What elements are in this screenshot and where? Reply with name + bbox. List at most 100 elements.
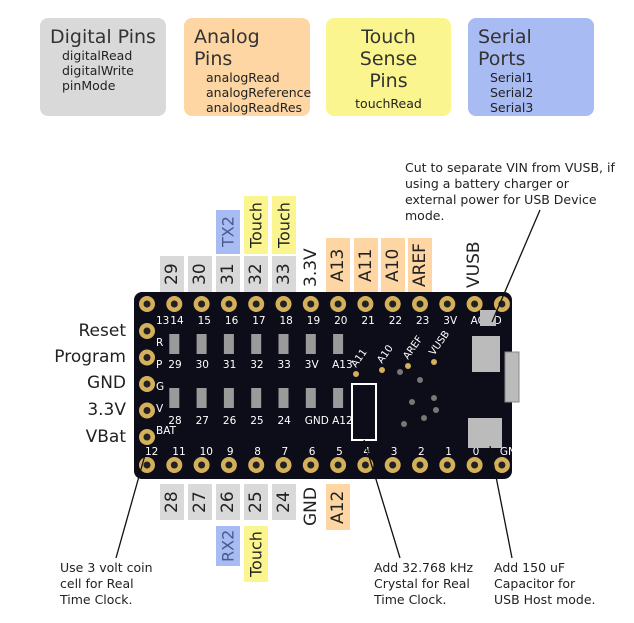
smd-pad	[278, 334, 289, 354]
legend-function: digitalWrite	[62, 63, 134, 78]
side-label-3v3: 3.3V	[87, 400, 126, 420]
pin-hole-center	[389, 300, 397, 308]
pin-hole-center	[143, 300, 151, 308]
silk-label-top: 3V	[443, 315, 458, 327]
via	[433, 407, 439, 413]
pin-hole-center	[498, 461, 506, 469]
capacitor-pad	[468, 418, 502, 448]
smd-pad	[169, 388, 180, 408]
silk-label-bottom: 0	[473, 446, 480, 458]
pin-hole-center	[307, 300, 315, 308]
pad-label: 26	[223, 415, 237, 427]
silk-label-left: 13	[156, 315, 169, 327]
pin-hole-center	[280, 461, 287, 469]
legend-analog-title: Analog Pins	[194, 26, 260, 70]
silk-label-top: 19	[307, 315, 320, 327]
pad-label: 29	[168, 359, 181, 371]
silk-label-top: 22	[389, 315, 402, 327]
smd-pad	[333, 388, 344, 408]
pad-label: 33	[278, 359, 291, 371]
smd-pad	[278, 388, 289, 408]
legend-analog-pins: Analog Pins analogRead analogReference a…	[184, 18, 311, 116]
silk-label-bottom: 2	[418, 446, 425, 458]
smd-pad	[251, 388, 262, 408]
pin-hole-center	[307, 461, 315, 469]
legend-touch-title-2: Pins	[369, 70, 408, 92]
side-label-program: Program	[54, 347, 126, 367]
silk-label-bottom: 7	[282, 446, 289, 458]
note-coin-cell: Use 3 volt coin cell for Real Time Clock…	[60, 560, 153, 607]
legend-serial-title: Serial Ports	[478, 26, 532, 70]
leader-line-crystal	[363, 439, 401, 559]
pin-hole-center	[280, 300, 287, 308]
pin-hole-center	[334, 300, 342, 308]
legend-function: analogReadRes	[206, 100, 303, 115]
pad-label: 25	[250, 415, 263, 427]
pin-hole-center	[361, 461, 369, 469]
legend-function: Serial2	[490, 85, 534, 100]
pin-hole-center	[225, 461, 233, 469]
pad-label: A13	[332, 359, 353, 371]
smd-pad	[333, 334, 344, 354]
smd-pad	[169, 334, 180, 354]
pin-hole-center	[416, 300, 424, 308]
silk-label-top: 15	[198, 315, 211, 327]
side-label-reset: Reset	[78, 321, 127, 341]
legend-function: touchRead	[355, 96, 422, 111]
silk-label-top: 14	[170, 315, 184, 327]
silk-label-left: V	[156, 403, 164, 415]
pin-hole-center	[471, 461, 479, 469]
leader-line-capacitor	[489, 445, 513, 559]
legend-touch-pins: Touch Sense Pins touchRead	[326, 18, 451, 116]
silk-label-bottom: GND	[500, 446, 524, 458]
silk-label-top: 17	[252, 315, 265, 327]
silk-label-top: 18	[280, 315, 293, 327]
via	[397, 369, 403, 375]
pin-hole-center	[361, 300, 369, 308]
via	[431, 395, 437, 401]
smd-pad	[196, 334, 207, 354]
side-label-gnd: GND	[87, 373, 126, 393]
pin-hole-center	[471, 300, 479, 308]
silk-label-bottom: 6	[309, 446, 316, 458]
legend-function: Serial1	[490, 70, 534, 85]
pin-hole-center	[416, 461, 424, 469]
pin-hole-center	[198, 461, 206, 469]
legend-digital-pins: Digital Pins digitalRead digitalWrite pi…	[40, 18, 166, 116]
pin-hole-center	[225, 300, 233, 308]
pin-hole-center	[334, 461, 342, 469]
note-cut-vusb: Cut to separate VIN from VUSB, if using …	[405, 160, 615, 223]
pin-hole-center	[143, 327, 151, 335]
pin-hole-center	[252, 461, 260, 469]
silk-label-bottom: 8	[254, 446, 261, 458]
silk-label-bottom: 12	[145, 446, 158, 458]
pin-hole-center	[170, 300, 178, 308]
silk-label-bottom: 10	[200, 446, 213, 458]
pin-hole-center	[443, 461, 451, 469]
via	[401, 421, 407, 427]
smd-pad	[223, 388, 234, 408]
pad-label: 3V	[305, 359, 320, 371]
legend-function: Serial3	[490, 100, 534, 115]
silk-label-left: BAT	[156, 425, 177, 437]
vusb-pad	[472, 336, 500, 372]
pad-label: 24	[278, 415, 292, 427]
silk-label-bottom: 11	[172, 446, 185, 458]
leader-line-cut	[491, 209, 541, 323]
legend-digital-title: Digital Pins	[50, 26, 156, 48]
silk-label-top: 20	[334, 315, 347, 327]
note-crystal: Add 32.768 kHz Crystal for Real Time Clo…	[374, 560, 474, 607]
pad-label: GND	[305, 415, 329, 427]
via	[417, 377, 423, 383]
small-pad	[405, 363, 411, 369]
leader-line-coin	[115, 447, 148, 559]
pin-hole-center	[252, 300, 260, 308]
via	[409, 399, 415, 405]
silk-label-bottom: 4	[363, 446, 370, 458]
pad-label: 30	[196, 359, 209, 371]
pad-label: 31	[223, 359, 236, 371]
via	[421, 415, 427, 421]
silk-label-bottom: 9	[227, 446, 234, 458]
legend-function: digitalRead	[62, 48, 133, 63]
